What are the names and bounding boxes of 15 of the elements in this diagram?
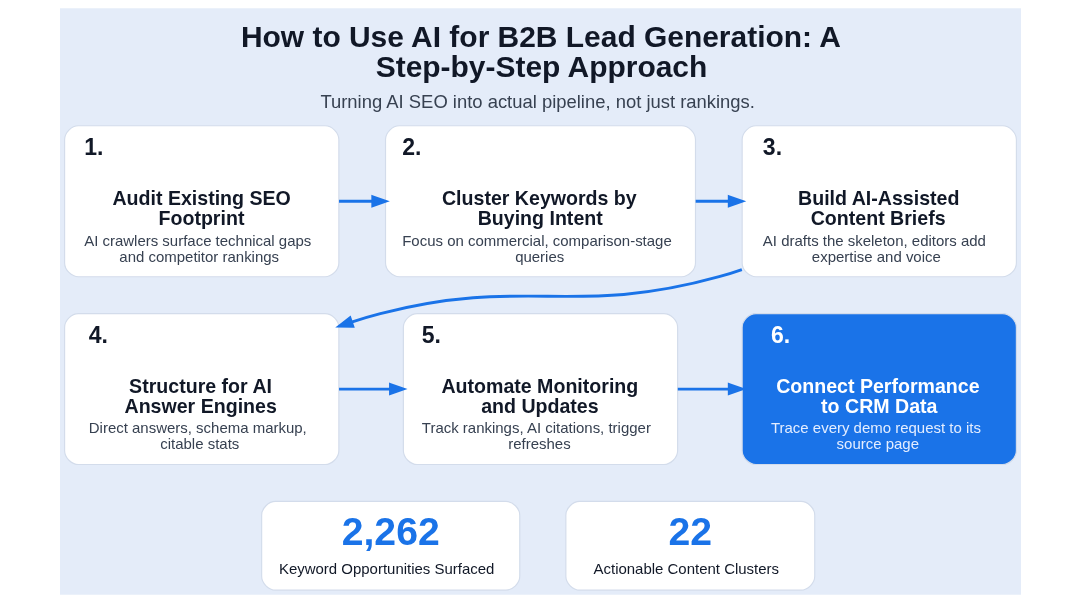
arrow [695, 194, 746, 208]
node-box: 2. Cluster Keywords by Buying Intent Focus on commercial, comparison-stage queries [384, 125, 696, 278]
arrow [334, 268, 742, 328]
diagram-title: How to Use AI for B2B Lead Generation: A Step-by-Step Approach [240, 20, 841, 84]
arrow [677, 382, 746, 396]
node-box: 2,262 Keyword Opportunities Surfaced [260, 500, 520, 591]
caption: Turning AI SEO into actual pipeline, not just rankings. [319, 91, 755, 113]
node-box: 22 Actionable Content Clusters [564, 500, 815, 591]
node-box: 4. Structure for AI Answer Engines Direct answers, schema markup, citable stats [63, 313, 339, 466]
node-box: 1. Audit Existing SEO Footprint AI crawlers surface technical gaps and competitor rankings [63, 125, 339, 278]
node-box: 5. Automate Monitoring and Updates Track rankings, AI citations, trigger refreshes [402, 313, 678, 466]
node-box: 3. Build AI-Assisted Content Briefs AI drafts the skeleton, editors add expertise and voice [741, 125, 1017, 278]
node-box: 6. Connect Performance to CRM Data Trace every demo request to its source page [741, 313, 1017, 466]
arrow [338, 194, 390, 208]
arrow [338, 382, 408, 396]
